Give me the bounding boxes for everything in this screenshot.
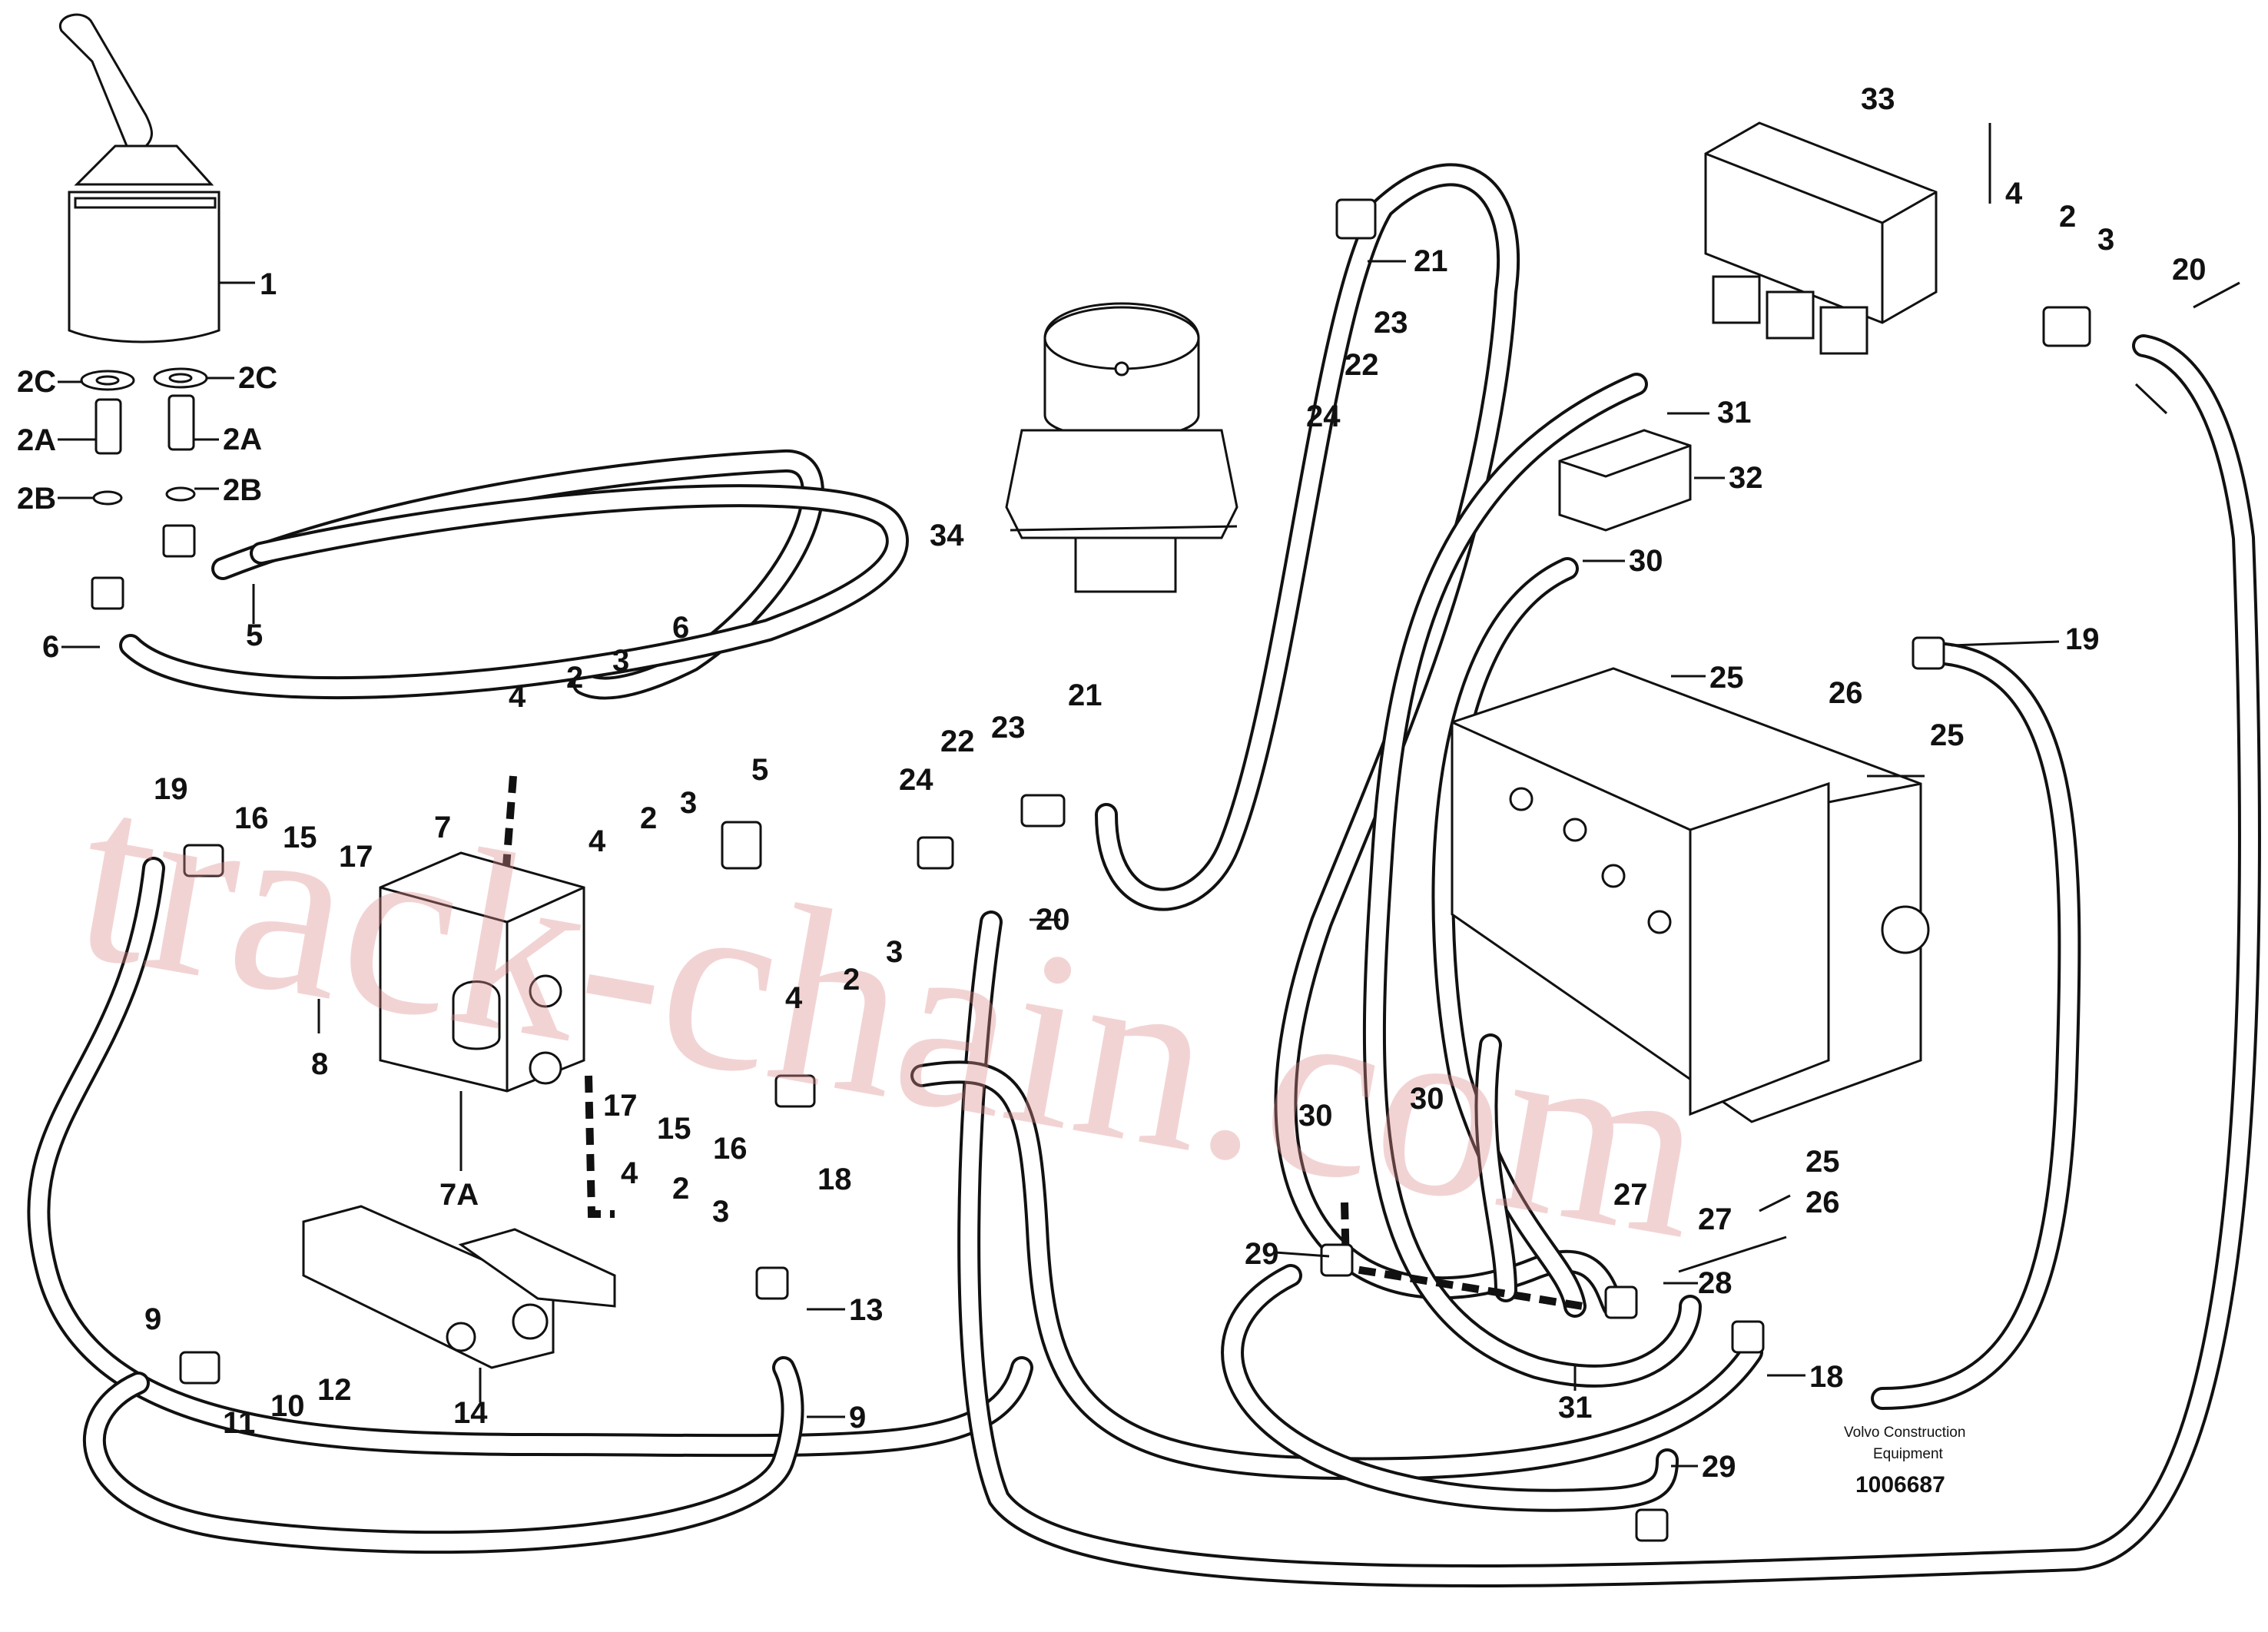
callout-24-a: 24 <box>899 763 933 797</box>
callout-5-b: 5 <box>751 753 768 787</box>
callout-4-a: 4 <box>509 680 526 714</box>
manifold <box>302 1205 616 1369</box>
callout-9-b: 9 <box>849 1401 866 1435</box>
callout-17-b: 17 <box>603 1089 638 1123</box>
callout-6-a: 6 <box>42 630 59 664</box>
callout-2b-right: 2B <box>223 473 262 507</box>
callout-20-b: 20 <box>2172 253 2207 287</box>
callout-29-b: 29 <box>1702 1450 1736 1484</box>
callout-3-a: 3 <box>612 644 629 678</box>
leader-lines <box>58 123 2240 1468</box>
callout-3-e: 3 <box>2097 223 2114 257</box>
callout-24-b: 24 <box>1306 400 1341 433</box>
callout-2b-left: 2B <box>17 482 56 516</box>
small-valve <box>1558 429 1692 532</box>
callout-19-b: 19 <box>2065 622 2100 656</box>
callout-15-a: 15 <box>283 821 317 854</box>
callout-19-a: 19 <box>154 772 188 806</box>
callout-20-a: 20 <box>1036 903 1070 937</box>
callout-23-b: 23 <box>1374 306 1408 340</box>
callout-7a: 7A <box>439 1178 479 1212</box>
callout-6-b: 6 <box>672 611 689 645</box>
hose-lines <box>27 163 2262 1587</box>
callout-34: 34 <box>930 519 964 552</box>
callout-33: 33 <box>1861 82 1895 116</box>
callout-30-c: 30 <box>1410 1082 1444 1116</box>
callout-5-a: 5 <box>246 619 263 652</box>
callout-1: 1 <box>260 267 277 301</box>
callout-3-c: 3 <box>886 935 903 969</box>
callout-9-a: 9 <box>144 1302 161 1336</box>
solenoid-valve <box>1704 121 1938 355</box>
callout-2-e: 2 <box>2059 200 2076 234</box>
callout-26-b: 26 <box>1805 1186 1840 1219</box>
callout-labels: 1 2C 2C 2A 2A 2B 2B 6 5 4 2 3 6 19 16 15… <box>17 82 2207 1484</box>
callout-16: 16 <box>234 801 269 835</box>
callout-7: 7 <box>434 811 451 844</box>
callout-29-a: 29 <box>1245 1237 1279 1271</box>
callout-2-d: 2 <box>672 1172 689 1206</box>
callout-3-d: 3 <box>712 1195 729 1229</box>
callout-32: 32 <box>1729 461 1763 495</box>
joystick-fittings <box>80 367 208 610</box>
callout-13: 13 <box>849 1293 884 1327</box>
callout-27-a: 27 <box>1613 1178 1648 1212</box>
valve-block <box>379 851 585 1093</box>
callout-22-a: 22 <box>940 725 975 758</box>
document-number: 1006687 <box>1855 1472 1945 1498</box>
callout-28: 28 <box>1698 1266 1732 1300</box>
callout-27-b: 27 <box>1698 1202 1732 1236</box>
joystick <box>58 13 220 343</box>
callout-30-a: 30 <box>1629 544 1663 578</box>
callout-2-c: 2 <box>843 963 860 997</box>
callout-25-c: 25 <box>1805 1145 1840 1179</box>
callout-30-b: 30 <box>1298 1099 1333 1133</box>
callout-3-b: 3 <box>680 786 697 820</box>
callout-23-a: 23 <box>991 711 1026 745</box>
callout-16-b: 16 <box>713 1132 748 1166</box>
callout-4-b: 4 <box>589 824 606 858</box>
main-control-valve <box>1451 667 1930 1123</box>
callout-22-b: 22 <box>1345 348 1379 382</box>
callout-10: 10 <box>270 1389 305 1423</box>
callout-11: 11 <box>223 1406 255 1440</box>
callout-21-a: 21 <box>1068 678 1102 712</box>
maker-line-2: Equipment <box>1873 1446 1944 1462</box>
maker-line-1: Volvo Construction <box>1844 1425 1965 1441</box>
callout-15-b: 15 <box>657 1112 691 1146</box>
callout-2c-right: 2C <box>238 361 277 395</box>
callout-2-b: 2 <box>640 801 657 835</box>
callout-31-a: 31 <box>1717 396 1752 430</box>
callout-2c-left: 2C <box>17 365 56 399</box>
callout-25-a: 25 <box>1709 661 1744 695</box>
callout-4-d: 4 <box>621 1156 638 1190</box>
callout-14: 14 <box>453 1396 488 1430</box>
fittings <box>179 198 2091 1542</box>
callout-17-a: 17 <box>339 840 373 874</box>
callout-8: 8 <box>311 1047 328 1081</box>
callout-12: 12 <box>317 1373 352 1407</box>
footer-note: Volvo Construction Equipment 1006687 <box>1844 1425 1965 1498</box>
callout-4-e: 4 <box>2005 177 2023 211</box>
callout-18-a: 18 <box>817 1163 852 1196</box>
callout-2-a: 2 <box>566 661 583 695</box>
callout-2a-left: 2A <box>17 423 56 457</box>
callout-18-b: 18 <box>1809 1360 1844 1394</box>
callout-2a-right: 2A <box>223 423 262 456</box>
callout-25-b: 25 <box>1930 718 1965 752</box>
callout-4-c: 4 <box>785 981 803 1015</box>
callout-26-a: 26 <box>1829 676 1863 710</box>
callout-31-b: 31 <box>1558 1391 1593 1425</box>
swing-motor <box>1005 302 1238 593</box>
callout-21-b: 21 <box>1414 244 1448 278</box>
